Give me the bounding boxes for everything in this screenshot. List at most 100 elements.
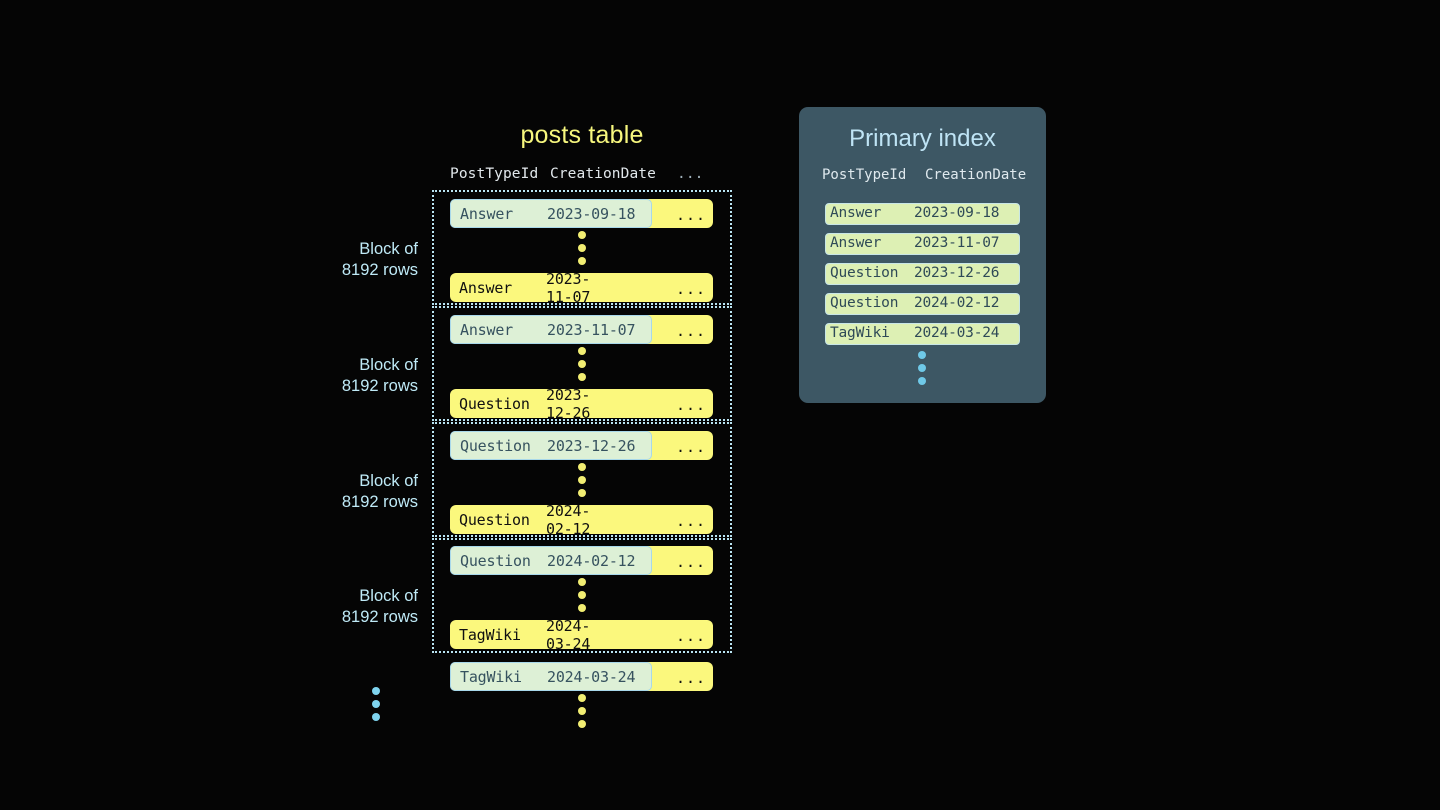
- row-posttypeid: Question: [460, 436, 531, 455]
- ellipsis-dot: [578, 463, 586, 471]
- index-row-creationdate: 2024-02-12: [914, 295, 1000, 311]
- row-overflow-ellipsis: ...: [676, 395, 707, 414]
- ellipsis-dot: [372, 700, 380, 708]
- table-row[interactable]: Question 2023-12-26 ...: [450, 386, 713, 422]
- row-gap-ellipsis-4: [575, 578, 589, 612]
- row-posttypeid: Question: [459, 510, 530, 529]
- ellipsis-dot: [578, 591, 586, 599]
- index-row[interactable]: Question 2024-02-12: [825, 293, 1020, 315]
- row-creationdate: 2023-12-26: [546, 385, 591, 422]
- index-row-posttypeid: TagWiki: [830, 325, 890, 341]
- index-row-posttypeid: Answer: [830, 205, 882, 221]
- primary-index-title: Primary index: [849, 125, 996, 152]
- index-row[interactable]: Answer 2023-09-18: [825, 203, 1020, 225]
- ellipsis-dot: [918, 351, 926, 359]
- index-row-posttypeid: Question: [830, 295, 899, 311]
- row-overflow-ellipsis: ...: [676, 626, 707, 645]
- block-label-3-line1: Block of: [359, 472, 418, 490]
- ellipsis-dot: [578, 347, 586, 355]
- block-label-1-line2: 8192 rows: [341, 261, 418, 279]
- index-row[interactable]: Answer 2023-11-07: [825, 233, 1020, 255]
- table-row[interactable]: Answer 2023-09-18 ...: [450, 199, 713, 228]
- posts-table-title: posts table: [520, 121, 644, 149]
- blocks-trailing-ellipsis: [369, 687, 383, 721]
- column-header-posttypeid: PostTypeId: [450, 166, 539, 182]
- ellipsis-dot: [578, 373, 586, 381]
- ellipsis-dot: [578, 231, 586, 239]
- block-label-4: Block of 8192 rows: [300, 586, 418, 628]
- row-gap-ellipsis-2: [575, 347, 589, 381]
- row-overflow-ellipsis: ...: [676, 279, 707, 298]
- primary-index-column-headers: PostTypeId CreationDate: [799, 167, 1046, 187]
- ellipsis-dot: [578, 604, 586, 612]
- row-overflow-ellipsis: ...: [676, 668, 707, 687]
- column-header-overflow: ...: [677, 166, 704, 182]
- table-row[interactable]: Question 2023-12-26 ...: [450, 431, 713, 460]
- table-row[interactable]: Answer 2023-11-07 ...: [450, 315, 713, 344]
- row-posttypeid: Answer: [459, 278, 512, 297]
- column-header-creationdate: CreationDate: [550, 166, 656, 182]
- block-label-1-line1: Block of: [359, 240, 418, 258]
- row-posttypeid: Answer: [460, 204, 513, 223]
- row-creationdate: 2023-12-26: [547, 436, 636, 455]
- index-row-creationdate: 2023-11-07: [914, 235, 1000, 251]
- row-gap-ellipsis-1: [575, 231, 589, 265]
- index-row-posttypeid: Question: [830, 265, 899, 281]
- index-column-header-posttypeid: PostTypeId: [822, 167, 907, 183]
- row-creationdate: 2023-09-18: [547, 204, 636, 223]
- row-gap-ellipsis-3: [575, 463, 589, 497]
- row-posttypeid: Question: [459, 394, 530, 413]
- row-overflow-ellipsis: ...: [676, 552, 707, 571]
- table-row[interactable]: TagWiki 2024-03-24 ...: [450, 617, 713, 653]
- index-column-header-creationdate: CreationDate: [925, 167, 1027, 183]
- row-overflow-ellipsis: ...: [676, 437, 707, 456]
- ellipsis-dot: [578, 360, 586, 368]
- block-label-3-line2: 8192 rows: [341, 493, 418, 511]
- ellipsis-dot: [918, 377, 926, 385]
- ellipsis-dot: [578, 489, 586, 497]
- ellipsis-dot: [372, 687, 380, 695]
- row-posttypeid: TagWiki: [459, 625, 521, 644]
- primary-index-panel: Primary index PostTypeId CreationDate An…: [799, 107, 1046, 403]
- row-creationdate: 2024-03-24: [547, 667, 636, 686]
- table-row[interactable]: Question 2024-02-12 ...: [450, 546, 713, 575]
- ellipsis-dot: [918, 364, 926, 372]
- block-label-4-line1: Block of: [359, 587, 418, 605]
- block-label-2-line1: Block of: [359, 356, 418, 374]
- row-posttypeid: Question: [460, 551, 531, 570]
- index-row-creationdate: 2024-03-24: [914, 325, 1000, 341]
- block-frame-3: [432, 422, 732, 537]
- block-label-2-line2: 8192 rows: [341, 377, 418, 395]
- row-posttypeid: TagWiki: [460, 667, 522, 686]
- ellipsis-dot: [578, 694, 586, 702]
- row-overflow-ellipsis: ...: [676, 321, 707, 340]
- posts-table-trailing-ellipsis: [575, 694, 589, 728]
- ellipsis-dot: [372, 713, 380, 721]
- ellipsis-dot: [578, 244, 586, 252]
- ellipsis-dot: [578, 476, 586, 484]
- ellipsis-dot: [578, 578, 586, 586]
- block-frame-4: [432, 538, 732, 653]
- table-row[interactable]: TagWiki 2024-03-24 ...: [450, 662, 713, 691]
- row-posttypeid: Answer: [460, 320, 513, 339]
- block-label-1: Block of 8192 rows: [300, 239, 418, 281]
- index-row[interactable]: Question 2023-12-26: [825, 263, 1020, 285]
- block-frame-1: [432, 190, 732, 305]
- row-overflow-ellipsis: ...: [676, 511, 707, 530]
- ellipsis-dot: [578, 720, 586, 728]
- index-row[interactable]: TagWiki 2024-03-24: [825, 323, 1020, 345]
- table-row[interactable]: Question 2024-02-12 ...: [450, 502, 713, 538]
- row-creationdate: 2024-02-12: [547, 551, 636, 570]
- block-label-3: Block of 8192 rows: [300, 471, 418, 513]
- row-creationdate: 2023-11-07: [547, 320, 636, 339]
- index-trailing-ellipsis: [915, 351, 929, 385]
- block-frame-2: [432, 306, 732, 421]
- index-row-creationdate: 2023-09-18: [914, 205, 1000, 221]
- index-row-posttypeid: Answer: [830, 235, 882, 251]
- block-label-4-line2: 8192 rows: [341, 608, 418, 626]
- ellipsis-dot: [578, 257, 586, 265]
- table-row[interactable]: Answer 2023-11-07 ...: [450, 270, 713, 306]
- row-creationdate: 2024-02-12: [546, 501, 591, 538]
- posts-table-column-headers: PostTypeId CreationDate ...: [432, 166, 732, 186]
- row-creationdate: 2023-11-07: [546, 269, 591, 306]
